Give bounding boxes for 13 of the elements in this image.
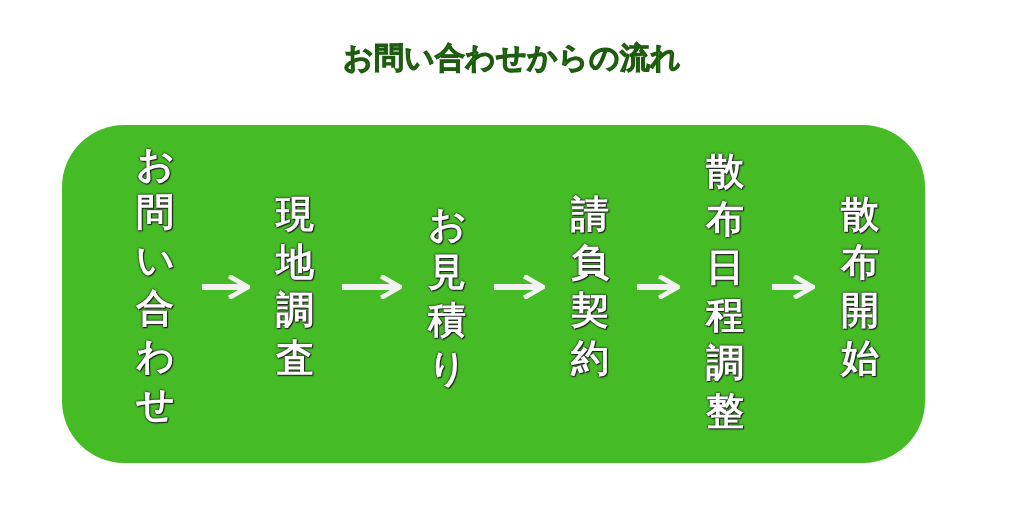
title: お問い合わせからの流れ [343, 39, 681, 77]
step-text: 請負契約 [545, 190, 635, 385]
step-text: 散布日程調整 [680, 147, 770, 442]
step-text: 現地調査 [250, 190, 340, 385]
panel-background [62, 125, 925, 463]
step-text: お見積り [402, 200, 492, 395]
step-text: 散布開始 [815, 190, 905, 385]
arrow [637, 275, 681, 299]
arrow [772, 275, 816, 299]
step-text: お問い合わせ [110, 140, 200, 435]
arrow [202, 275, 251, 299]
arrow [494, 275, 546, 299]
arrow [342, 275, 403, 299]
